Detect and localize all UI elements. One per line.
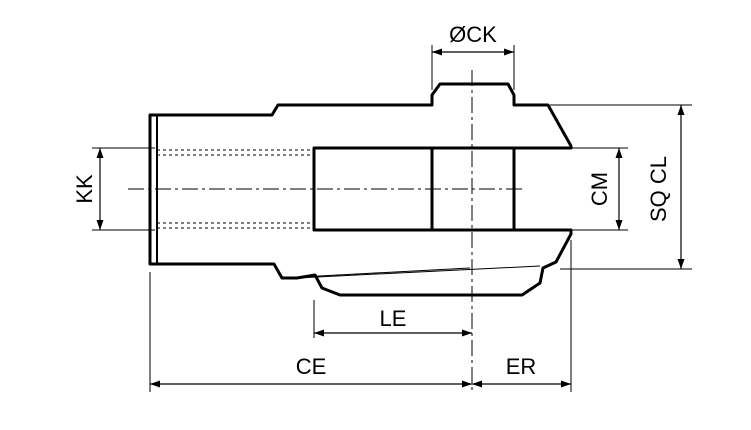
extension-lines <box>92 45 692 392</box>
lower-chamfer-lines <box>281 265 541 279</box>
label-er: ER <box>506 354 537 379</box>
thread-lines <box>157 149 314 229</box>
label-cm: CM <box>587 172 612 206</box>
label-ce: CE <box>296 354 327 379</box>
dimension-lines <box>96 48 685 388</box>
center-lines <box>128 70 524 390</box>
label-kk: KK <box>72 174 97 204</box>
label-ck: ØCK <box>449 22 497 47</box>
label-sqcl: SQ CL <box>646 156 671 222</box>
label-le: LE <box>380 306 407 331</box>
